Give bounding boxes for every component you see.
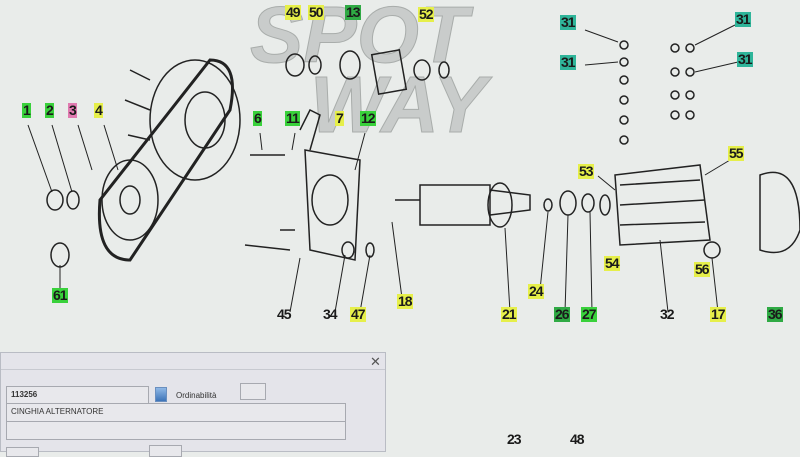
part-code-field[interactable]: 113256 — [6, 386, 149, 404]
rotor-21 — [395, 182, 611, 228]
document-icon[interactable] — [155, 387, 167, 402]
part-label-27[interactable]: 27 — [581, 306, 597, 322]
ordinabilita-field[interactable] — [240, 383, 266, 400]
close-button[interactable]: ✕ — [370, 354, 381, 369]
part-label-2[interactable]: 2 — [45, 102, 54, 118]
part-label-26[interactable]: 26 — [554, 306, 570, 322]
part-label-23[interactable]: 23 — [507, 431, 522, 447]
part-label-1[interactable]: 1 — [22, 102, 31, 118]
part-label-17[interactable]: 17 — [710, 306, 726, 322]
part-label-45[interactable]: 45 — [277, 306, 292, 322]
part-label-54[interactable]: 54 — [604, 255, 620, 271]
part-detail-dialog: ✕ 113256 Ordinabilità CINGHIA ALTERNATOR… — [0, 352, 386, 457]
stator-32 — [614, 164, 800, 259]
description-field[interactable]: CINGHIA ALTERNATORE — [6, 403, 346, 422]
pulley-belt-assembly — [97, 58, 241, 262]
part-label-56[interactable]: 56 — [694, 261, 710, 277]
notes-field[interactable] — [6, 421, 346, 440]
part-label-4[interactable]: 4 — [94, 102, 103, 118]
part-label-31[interactable]: 31 — [560, 14, 576, 30]
part-label-34[interactable]: 34 — [323, 306, 338, 322]
part-label-12[interactable]: 12 — [360, 110, 376, 126]
part-label-52[interactable]: 52 — [418, 6, 434, 22]
part-label-31[interactable]: 31 — [735, 11, 751, 27]
part-label-49[interactable]: 49 — [285, 4, 301, 20]
bottom-field-2[interactable] — [149, 445, 182, 457]
part-label-31[interactable]: 31 — [737, 51, 753, 67]
part-label-24[interactable]: 24 — [528, 283, 544, 299]
bracket-12 — [244, 108, 375, 261]
part-label-48[interactable]: 48 — [570, 431, 585, 447]
part-label-36[interactable]: 36 — [767, 306, 783, 322]
part-label-31[interactable]: 31 — [560, 54, 576, 70]
watermark-line-2: WAY — [309, 60, 487, 149]
part-label-61[interactable]: 61 — [52, 287, 68, 303]
part-label-32[interactable]: 32 — [660, 306, 675, 322]
part-label-21[interactable]: 21 — [501, 306, 517, 322]
bottom-field-1[interactable] — [6, 447, 39, 457]
leader-lines — [27, 24, 739, 313]
nut-washer-parts — [46, 49, 450, 268]
part-label-11[interactable]: 11 — [285, 110, 300, 126]
part-label-7[interactable]: 7 — [335, 110, 344, 126]
ordinabilita-label: Ordinabilità — [176, 391, 217, 400]
part-label-53[interactable]: 53 — [578, 163, 594, 179]
part-label-3[interactable]: 3 — [68, 102, 77, 118]
part-label-13[interactable]: 13 — [345, 4, 361, 20]
small-parts-31 — [619, 40, 695, 145]
part-label-50[interactable]: 50 — [308, 4, 324, 20]
divider — [1, 369, 385, 370]
part-label-6[interactable]: 6 — [253, 110, 262, 126]
part-label-55[interactable]: 55 — [728, 145, 744, 161]
part-label-47[interactable]: 47 — [350, 306, 366, 322]
part-label-18[interactable]: 18 — [397, 293, 413, 309]
